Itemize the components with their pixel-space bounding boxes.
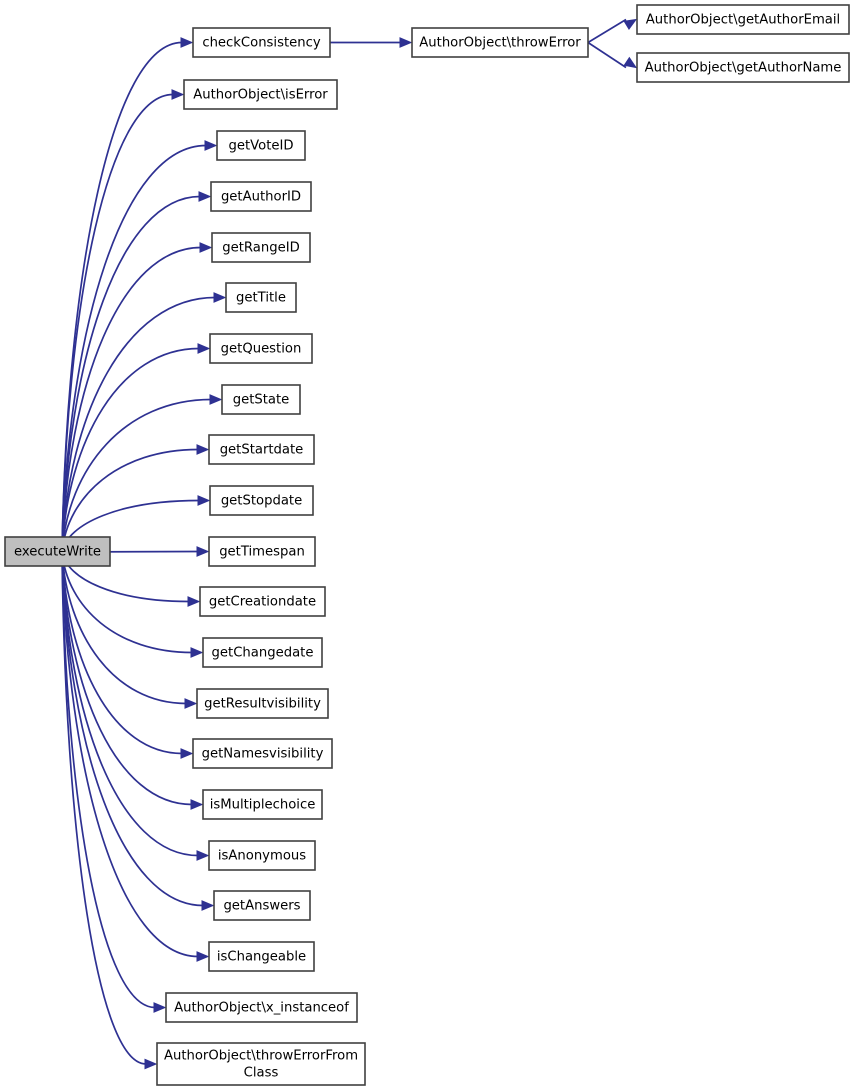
node-isChangeable[interactable]: isChangeable — [208, 941, 315, 972]
node-box-AuthorObject_getAuthorEmail[interactable] — [636, 4, 850, 35]
node-isMultiplechoice[interactable]: isMultiplechoice — [202, 789, 323, 820]
node-box-getState[interactable] — [221, 384, 301, 415]
node-label-AuthorObject_isError: AuthorObject\isError — [193, 88, 328, 103]
edge-executeWrite-to-getStartdate — [61, 444, 210, 553]
node-box-getStartdate[interactable] — [208, 434, 315, 465]
node-label-executeWrite: executeWrite — [14, 545, 101, 560]
node-getAuthorID[interactable]: getAuthorID — [210, 181, 312, 212]
edge-executeWrite-to-getQuestion — [61, 343, 211, 553]
node-getChangedate[interactable]: getChangedate — [202, 637, 323, 668]
node-box-getNamesvisibility[interactable] — [192, 738, 333, 769]
node-label-getAuthorID: getAuthorID — [221, 190, 301, 205]
node-getState[interactable]: getState — [221, 384, 301, 415]
edge-executeWrite-to-getAuthorID — [61, 191, 212, 553]
node-label-isChangeable: isChangeable — [217, 950, 306, 965]
node-label-getStartdate: getStartdate — [220, 443, 304, 458]
node-getQuestion[interactable]: getQuestion — [209, 333, 313, 364]
edge-executeWrite-to-isMultiplechoice — [61, 551, 204, 810]
node-label-isMultiplechoice: isMultiplechoice — [210, 798, 316, 813]
node-box-AuthorObject_throwError[interactable] — [411, 27, 589, 58]
edge-AuthorObject_throwError-to-AuthorObject_getAuthorName — [587, 41, 638, 69]
node-box-getRangeID[interactable] — [211, 232, 311, 263]
node-label-AuthorObject_x_instanceof: AuthorObject\x_instanceof — [174, 1001, 349, 1016]
node-getVoteID[interactable]: getVoteID — [216, 130, 306, 161]
node-label-AuthorObject_throwError: AuthorObject\throwError — [419, 36, 581, 51]
edge-executeWrite-to-getState — [61, 394, 223, 553]
node-executeWrite[interactable]: executeWrite — [4, 536, 111, 567]
node-box-isAnonymous[interactable] — [208, 840, 316, 871]
node-getTitle[interactable]: getTitle — [225, 282, 297, 313]
node-AuthorObject_isError[interactable]: AuthorObject\isError — [183, 79, 338, 110]
edge-checkConsistency-to-AuthorObject_throwError — [330, 37, 413, 48]
edge-executeWrite-to-AuthorObject_isError — [61, 89, 185, 553]
node-label-getVoteID: getVoteID — [228, 139, 293, 154]
node-AuthorObject_x_instanceof[interactable]: AuthorObject\x_instanceof — [165, 992, 358, 1023]
node-AuthorObject_getAuthorName[interactable]: AuthorObject\getAuthorName — [636, 52, 850, 83]
node-label-getRangeID: getRangeID — [222, 241, 300, 256]
node-box-getTimespan[interactable] — [208, 536, 316, 567]
node-getStartdate[interactable]: getStartdate — [208, 434, 315, 465]
node-box-getResultvisibility[interactable] — [196, 688, 329, 719]
node-getResultvisibility[interactable]: getResultvisibility — [196, 688, 329, 719]
node-AuthorObject_getAuthorEmail[interactable]: AuthorObject\getAuthorEmail — [636, 4, 850, 35]
node-checkConsistency[interactable]: checkConsistency — [192, 27, 331, 58]
node-label-checkConsistency: checkConsistency — [202, 36, 321, 51]
node-label-getAnswers: getAnswers — [223, 899, 300, 914]
node-isAnonymous[interactable]: isAnonymous — [208, 840, 316, 871]
node-AuthorObject_throwError[interactable]: AuthorObject\throwError — [411, 27, 589, 58]
node-label-getResultvisibility: getResultvisibility — [204, 697, 321, 712]
node-box-isChangeable[interactable] — [208, 941, 315, 972]
node-box-checkConsistency[interactable] — [192, 27, 331, 58]
node-label-AuthorObject_getAuthorName: AuthorObject\getAuthorName — [645, 61, 842, 76]
edge-executeWrite-to-isAnonymous — [61, 551, 210, 861]
edge-executeWrite-to-getNamesvisibility — [61, 551, 194, 759]
node-box-getQuestion[interactable] — [209, 333, 313, 364]
node-box-isMultiplechoice[interactable] — [202, 789, 323, 820]
node-getRangeID[interactable]: getRangeID — [211, 232, 311, 263]
node-label-AuthorObject_throwErrorFromClass: AuthorObject\throwErrorFrom — [164, 1049, 358, 1064]
node-box-executeWrite[interactable] — [4, 536, 111, 567]
node-getStopdate[interactable]: getStopdate — [209, 485, 314, 516]
node-label-getQuestion: getQuestion — [221, 342, 302, 357]
node-label-getState: getState — [233, 393, 290, 408]
node-label-AuthorObject_throwErrorFromClass: Class — [244, 1066, 279, 1081]
edges-layer — [61, 18, 638, 1070]
node-label-getChangedate: getChangedate — [212, 646, 314, 661]
edge-executeWrite-to-AuthorObject_throwErrorFromClass — [61, 551, 158, 1070]
node-box-getCreationdate[interactable] — [199, 586, 326, 617]
node-box-getVoteID[interactable] — [216, 130, 306, 161]
node-box-getAnswers[interactable] — [213, 890, 311, 921]
node-box-getTitle[interactable] — [225, 282, 297, 313]
node-box-AuthorObject_x_instanceof[interactable] — [165, 992, 358, 1023]
node-getTimespan[interactable]: getTimespan — [208, 536, 316, 567]
edge-executeWrite-to-isChangeable — [61, 551, 210, 962]
node-box-AuthorObject_isError[interactable] — [183, 79, 338, 110]
edge-executeWrite-to-getAnswers — [61, 551, 215, 911]
edge-executeWrite-to-getTitle — [61, 292, 227, 553]
node-label-getTitle: getTitle — [236, 291, 286, 306]
edge-executeWrite-to-getRangeID — [61, 242, 213, 553]
node-box-AuthorObject_throwErrorFromClass[interactable] — [156, 1042, 366, 1086]
nodes-layer: executeWritecheckConsistencyAuthorObject… — [4, 4, 850, 1086]
node-label-isAnonymous: isAnonymous — [218, 849, 306, 864]
edge-executeWrite-to-getVoteID — [61, 140, 218, 553]
node-label-getNamesvisibility: getNamesvisibility — [202, 747, 324, 762]
node-getCreationdate[interactable]: getCreationdate — [199, 586, 326, 617]
node-getAnswers[interactable]: getAnswers — [213, 890, 311, 921]
edge-executeWrite-to-getChangedate — [61, 551, 204, 658]
node-box-getAuthorID[interactable] — [210, 181, 312, 212]
edge-executeWrite-to-AuthorObject_x_instanceof — [61, 551, 167, 1013]
node-getNamesvisibility[interactable]: getNamesvisibility — [192, 738, 333, 769]
node-box-getChangedate[interactable] — [202, 637, 323, 668]
node-label-getStopdate: getStopdate — [221, 494, 302, 509]
node-box-AuthorObject_getAuthorName[interactable] — [636, 52, 850, 83]
node-label-getCreationdate: getCreationdate — [209, 595, 316, 610]
edge-executeWrite-to-getResultvisibility — [61, 551, 198, 709]
node-label-AuthorObject_getAuthorEmail: AuthorObject\getAuthorEmail — [646, 13, 840, 28]
node-box-getStopdate[interactable] — [209, 485, 314, 516]
edge-AuthorObject_throwError-to-AuthorObject_getAuthorEmail — [587, 18, 638, 44]
node-label-getTimespan: getTimespan — [219, 545, 305, 560]
